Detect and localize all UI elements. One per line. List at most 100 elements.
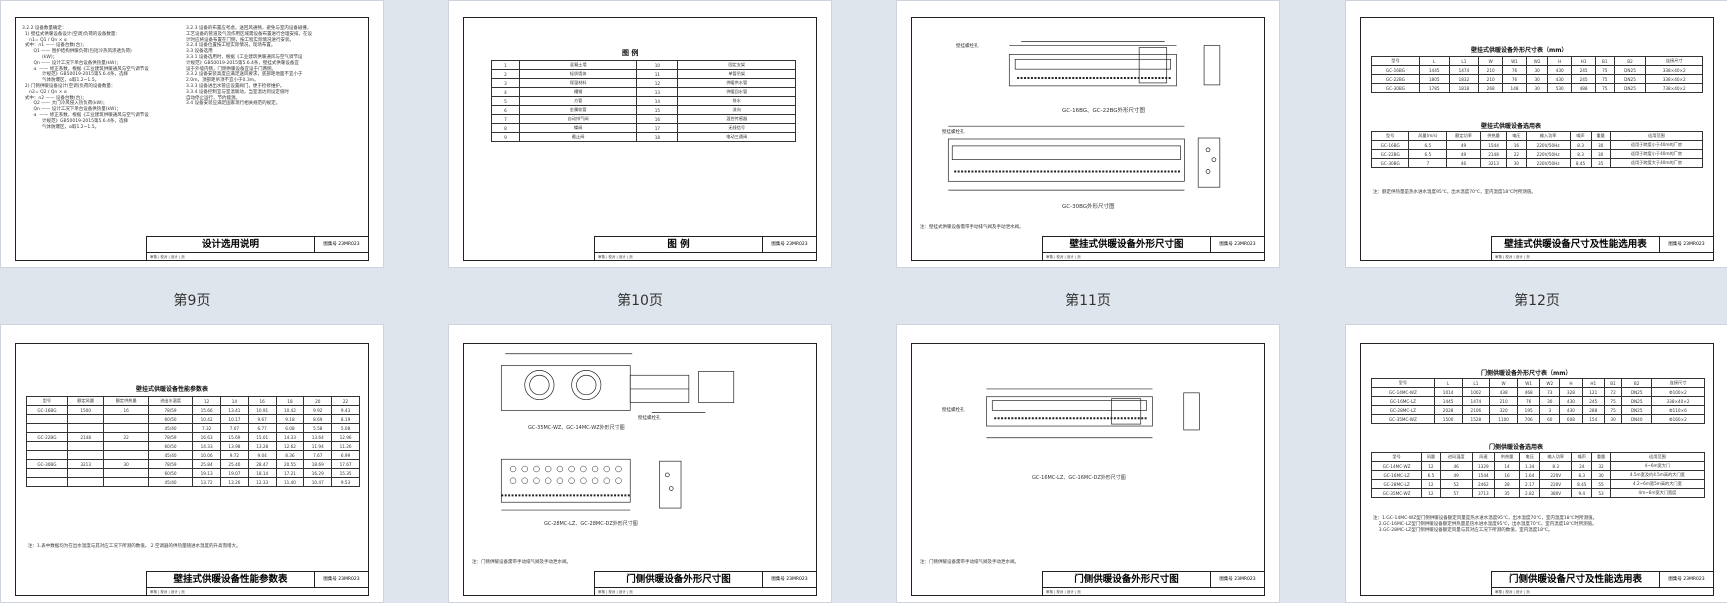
table-cell: 78/59 [147, 405, 194, 415]
table-cell: 45/40 [147, 477, 194, 487]
mounting-hole-label: 壁挂螺栓孔 [638, 416, 661, 421]
table-cell: DN40 [1621, 414, 1653, 424]
table-cell: 15.66 [192, 405, 222, 415]
table-cell: 14.33 [275, 432, 305, 442]
table-cell: H1 [1581, 378, 1605, 388]
table-cell: 混凝土墙 [518, 60, 638, 70]
table-cell: 16 [103, 405, 149, 415]
sheet-title: 壁挂式供暖设备尺寸及性能选用表 [1492, 237, 1660, 252]
table-cell: 6.5 [1408, 140, 1448, 150]
table-cell: GC-35MC-WZ [1371, 414, 1435, 424]
table-cell: 245 [1571, 65, 1597, 75]
table-cell: 35 [1493, 488, 1521, 498]
table-cell: 30 [103, 459, 149, 469]
figure-caption: GC-16MC-LZ、GC-16MC-DZ外形尺寸图 [1032, 475, 1126, 481]
table-cell: 9.04 [247, 450, 277, 460]
table-cell: 245 [1571, 74, 1597, 84]
table-cell: 338×40×2 [1651, 396, 1705, 406]
table-cell: 10.17 [220, 414, 249, 424]
table-cell: 148 [1502, 83, 1527, 93]
table-cell: 供热量 [1493, 452, 1521, 462]
table-cell: 18 [636, 132, 679, 142]
table-cell: 1014 [1433, 387, 1463, 397]
figure-caption: GC-35MC-WZ、GC-14MC-WZ外形尺寸图 [528, 425, 625, 431]
sheet-title: 壁挂式供暖设备外形尺寸图 [1043, 237, 1211, 252]
table-cell: 适用范围 [1609, 452, 1706, 462]
table-cell: 型号 [26, 396, 68, 406]
table-cell: 60/50 [147, 441, 194, 451]
table-cell: W1 [1516, 378, 1541, 388]
table-cell: 连接尺寸 [1651, 378, 1705, 388]
table-cell: 11.40 [275, 477, 305, 487]
page-thumbnail-11[interactable]: 壁挂螺栓孔 壁挂螺栓孔 GC-16BG、GC-22BG外形尺寸图 GC-30BG… [896, 0, 1280, 268]
table-cell [26, 468, 68, 478]
table-cell: 1474 [1461, 396, 1491, 406]
title-block: 壁挂式供暖设备尺寸及性能选用表 图集号 23MR023 审核 | 校对 | 设计… [1491, 236, 1713, 260]
table-cell: 55 [1591, 479, 1611, 489]
table-cell: 30 [1525, 74, 1549, 84]
table-cell: H1 [1571, 56, 1597, 66]
table-cell: 320 [1489, 405, 1518, 415]
page-thumbnail-9[interactable]: 3.2.2 设备数量确定： 1) 壁挂式供暖设备设计(空调)负荷的设备数量： n… [0, 0, 384, 268]
table-cell: 保温材料 [518, 78, 638, 88]
table-cell: GC-16BG [1370, 140, 1410, 150]
table-cell: 4.2~6m宽5m高的大门宽 [1609, 479, 1706, 489]
table-cell: 电压 [1506, 131, 1527, 141]
table-cell: 10.42 [192, 414, 222, 424]
table-cell: 16 [247, 396, 277, 406]
table-cell: DN25 [1621, 387, 1653, 397]
table-cell: 288 [1581, 405, 1605, 415]
figure-caption: GC-16BG、GC-22BG外形尺寸图 [1062, 108, 1146, 114]
table-cell: 430 [1547, 65, 1573, 75]
atlas-number: 图集号 23MR023 [771, 577, 808, 582]
table-cell: 4.5m宽及约4.5m高的大门宽 [1609, 470, 1706, 480]
table-cell: L1 [1461, 378, 1491, 388]
table-cell: 风量 [1421, 452, 1441, 462]
table-cell: 430 [1559, 396, 1583, 406]
table-cell: 7 [1408, 158, 1448, 168]
table-cell: 45/40 [147, 423, 194, 433]
table-cell: Φ160×2 [1651, 414, 1705, 424]
page-label: 第9页 [173, 293, 211, 309]
figure-caption: GC-28MC-LZ、GC-28MC-DZ外形尺寸图 [544, 521, 638, 527]
table-cell [66, 477, 105, 487]
table-cell [26, 423, 68, 433]
table-cell: 型号 [1370, 452, 1423, 462]
title-block-row: 审核 | 校对 | 设计 | 页 [595, 252, 816, 260]
table-cell: W2 [1525, 56, 1549, 66]
table-cell: 49 [1446, 149, 1481, 159]
table-cell: 11.94 [303, 441, 333, 451]
table-cell [103, 477, 149, 487]
table-cell: 60/50 [147, 414, 194, 424]
atlas-number: 图集号 23MR023 [1668, 242, 1705, 247]
table-cell: 52 [1439, 479, 1473, 489]
page-thumbnail-14[interactable]: 壁挂螺栓孔 GC-35MC-WZ、GC-14MC-WZ外形尺寸图 GC-28MC… [448, 324, 832, 603]
table-cell: 供热量 [1479, 131, 1508, 141]
drawing-note: 注：门侧供暖设备需带手动排气阀及手动泄水阀。 [920, 560, 1019, 565]
table-cell: 30 [1539, 396, 1561, 406]
table-cell: DN25 [1613, 65, 1647, 75]
page-thumbnail-15[interactable]: 壁挂螺栓孔 GC-16MC-LZ、GC-16MC-DZ外形尺寸图 注：门侧供暖设… [896, 324, 1280, 603]
table-cell: 18.69 [303, 459, 333, 469]
table-cell: 210 [1478, 74, 1504, 84]
table-cell: 12 [192, 396, 222, 406]
table-cell: DN25 [1621, 405, 1653, 415]
table-cell: 75 [1595, 65, 1615, 75]
table-cell: 30 [1525, 65, 1549, 75]
table-cell: GC-35MC-WZ [1370, 488, 1423, 498]
table-cell: 额定功率 [1446, 131, 1481, 141]
table-cell: 7 [491, 114, 520, 124]
mounting-hole-label: 壁挂螺栓孔 [942, 408, 965, 413]
figure-caption: GC-30BG外形尺寸图 [1062, 204, 1115, 210]
table-cell: 进出水温度 [147, 396, 194, 406]
table-cell: 16 [636, 114, 679, 124]
